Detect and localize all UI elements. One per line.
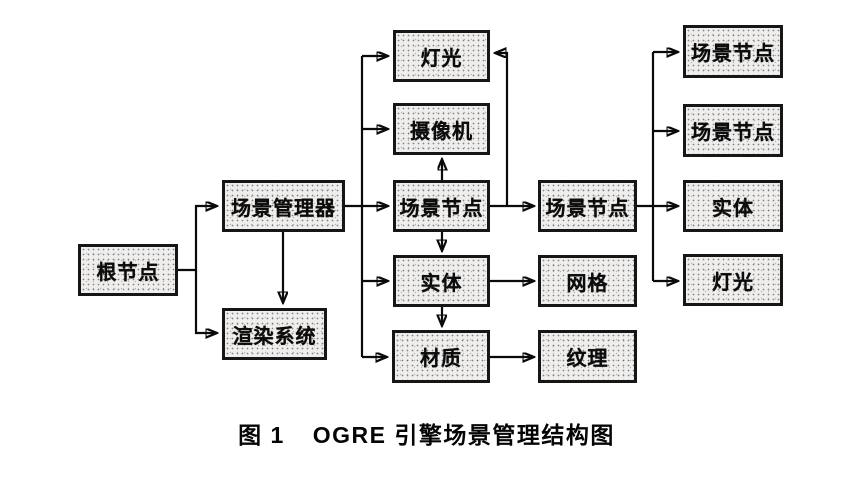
node-texture: 纹理 (538, 330, 637, 383)
figure-caption: 图 1 OGRE 引擎场景管理结构图 (0, 416, 853, 450)
node-camera: 摄像机 (393, 103, 490, 155)
node-light-r: 灯光 (683, 254, 783, 306)
node-scene-node-r2: 场景节点 (683, 104, 783, 157)
edge-root-to-render-system (194, 270, 216, 333)
figure-label: 图 1 (238, 422, 285, 448)
node-scene-node-mid: 场景节点 (393, 180, 490, 232)
figure-title: OGRE 引擎场景管理结构图 (312, 422, 615, 448)
node-material: 材质 (392, 330, 490, 383)
edge-scene-node-to-light-back (496, 53, 509, 206)
node-light-mid: 灯光 (393, 30, 490, 82)
edge-root-to-scene-manager (194, 206, 216, 270)
node-entity-mid: 实体 (393, 255, 490, 307)
node-scene-node-r1: 场景节点 (683, 25, 783, 78)
node-render-system: 渲染系统 (222, 308, 327, 360)
node-entity-r: 实体 (683, 180, 783, 232)
node-scene-manager: 场景管理器 (222, 180, 345, 232)
node-mesh: 网格 (538, 255, 637, 307)
node-scene-node-child: 场景节点 (538, 180, 637, 232)
node-root: 根节点 (78, 244, 178, 296)
